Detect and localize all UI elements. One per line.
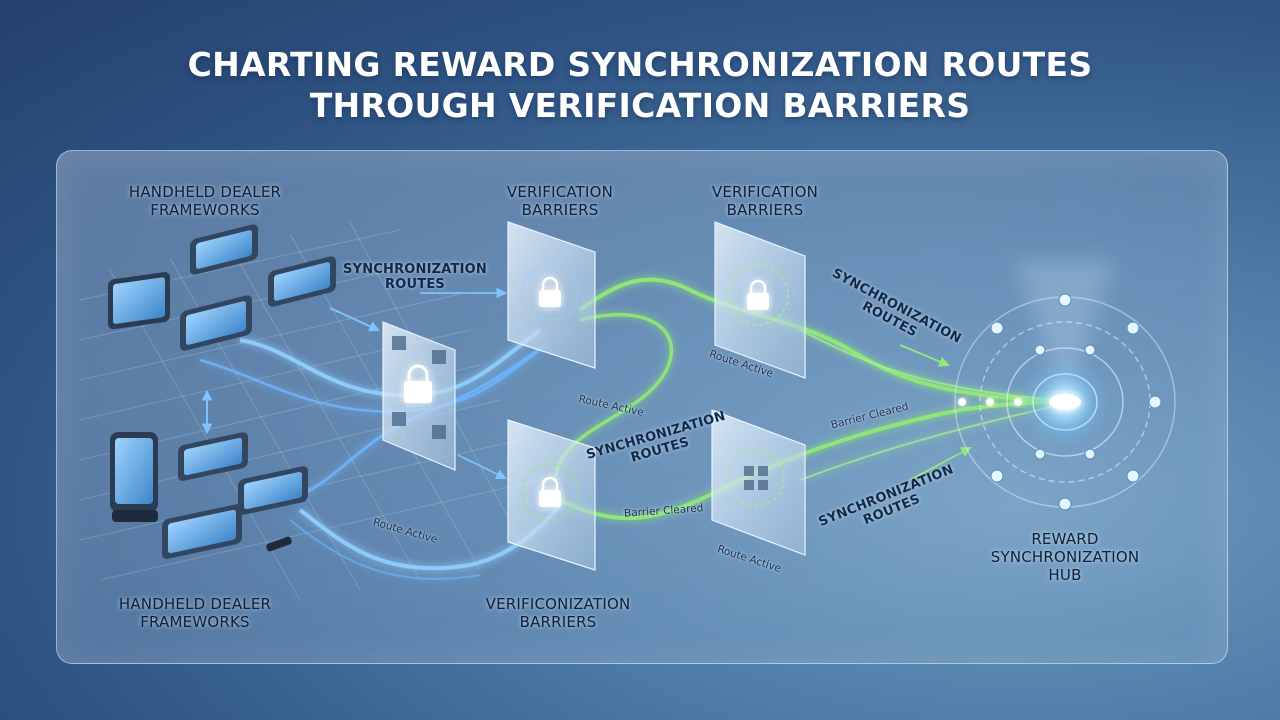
arrow-icon	[899, 344, 950, 367]
blue-routes	[199, 328, 562, 580]
barrier-panel-3	[507, 419, 596, 571]
label-barrier-bottom: VERIFICONIZATION BARRIERS	[485, 595, 631, 631]
barrier-panels	[507, 221, 806, 571]
label-barrier-2: VERIFICATION BARRIERS	[711, 183, 819, 219]
arrow-icon	[457, 454, 507, 480]
green-routes	[553, 277, 1061, 521]
page-title: CHARTING REWARD SYNCHRONIZATION ROUTES T…	[0, 44, 1280, 126]
arrow-icon	[329, 307, 380, 332]
reward-hub	[954, 260, 1176, 511]
label-hub: REWARD SYNCHRONIZATION HUB	[990, 530, 1140, 584]
hub-node-icon	[990, 293, 1162, 511]
green-route-4	[799, 329, 1061, 401]
arrow-icon	[909, 446, 972, 481]
barrier-panel-1	[507, 221, 596, 369]
blue-route-5	[289, 519, 481, 580]
title-line-2: THROUGH VERIFICATION BARRIERS	[309, 86, 971, 125]
barrier-panel-4	[711, 409, 806, 556]
barrier-panel-2	[714, 221, 806, 379]
dealer-devices-top	[108, 224, 336, 351]
tablet-icon	[108, 272, 170, 330]
arrows	[201, 287, 972, 481]
lock-icon	[539, 276, 561, 307]
lock-icon	[539, 476, 561, 507]
central-barrier	[382, 321, 456, 471]
title-line-1: CHARTING REWARD SYNCHRONIZATION ROUTES	[187, 45, 1093, 84]
card-reader-icon	[190, 224, 258, 275]
card-reader-icon	[268, 256, 336, 307]
label-barrier-1: VERIFICATION BARRIERS	[506, 183, 614, 219]
dealer-devices-bottom	[110, 432, 308, 559]
qr-code-icon	[392, 336, 446, 439]
card-reader-icon	[180, 295, 252, 351]
card-reader-icon	[162, 504, 242, 559]
label-sync-routes-top: SYNCHRONIZATION ROUTES	[343, 262, 487, 292]
green-route-5	[799, 404, 1061, 481]
card-reader-icon	[178, 432, 248, 481]
lock-icon	[747, 279, 769, 310]
card-reader-icon	[238, 466, 308, 515]
label-dealers-top: HANDHELD DEALER FRAMEWORKS	[128, 183, 282, 219]
label-dealers-bottom: HANDHELD DEALER FRAMEWORKS	[118, 595, 272, 631]
tablet-icon	[110, 432, 158, 522]
qr-code-icon	[744, 466, 768, 490]
lock-icon	[404, 364, 432, 403]
